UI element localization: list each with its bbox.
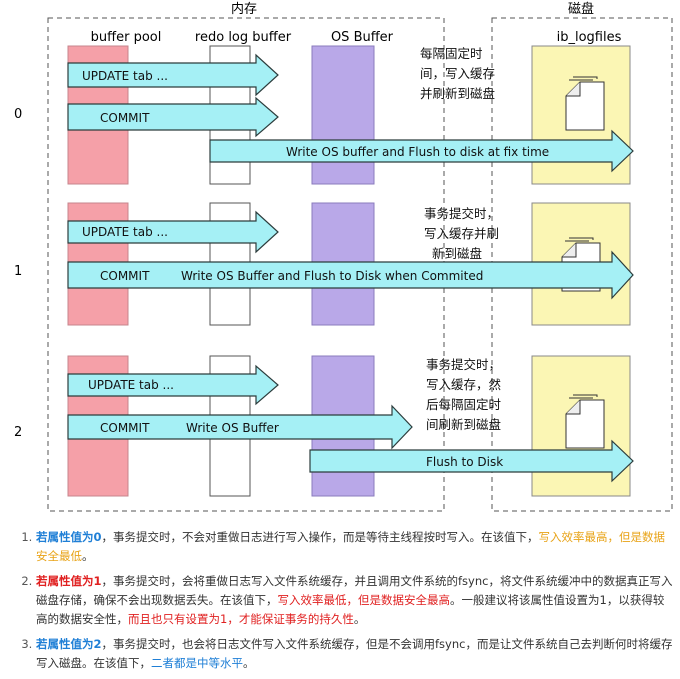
note-2-highlight: 二者都是中等水平 xyxy=(151,656,243,670)
row0-note-line-2: 间，写入缓存 xyxy=(420,66,495,81)
disk-label: 磁盘 xyxy=(568,1,594,17)
note-0-highlight: 写入效率最高，但是数据安全最低 xyxy=(36,530,666,563)
ib-logfiles-label: ib_logfiles xyxy=(557,30,622,45)
row0-flush-arrow: Write OS buffer and Flush to disk at fix… xyxy=(209,129,634,173)
row2-flush-arrow: Flush to Disk xyxy=(309,439,634,483)
note-item-2: 若属性值为2，事务提交时，也会将日志文件写入文件系统缓存，但是不会调用fsync… xyxy=(36,635,673,673)
row2-update-label: UPDATE tab ... xyxy=(88,378,174,392)
explanation-notes: 若属性值为0，事务提交时，不会对重做日志进行写入操作，而是等待主线程按时写入。在… xyxy=(18,528,673,679)
row-label-1: 1 xyxy=(14,264,22,279)
os-buffer-label: OS Buffer xyxy=(331,30,394,45)
note-item-0: 若属性值为0，事务提交时，不会对重做日志进行写入操作，而是等待主线程按时写入。在… xyxy=(36,528,673,566)
row1-note-line-2: 写入缓存并刷 xyxy=(424,226,499,241)
row2-note-line-2: 写入缓存，然 xyxy=(426,377,501,392)
row1-update-arrow: UPDATE tab ... xyxy=(67,210,279,254)
row2-note-line-3: 后每隔固定时 xyxy=(426,397,502,412)
row2-note-line-4: 间刷新到磁盘 xyxy=(426,417,501,432)
buffer-pool-label: buffer pool xyxy=(91,30,162,45)
innodb-flush-diagram: 内存 磁盘 buffer pool redo log buffer OS Buf… xyxy=(14,1,673,512)
note-2-end: 。 xyxy=(243,656,255,670)
note-1-text: ，事务提交时，会将重做日志写入文件系统缓存，并且调用文件系统的fsync，将文件… xyxy=(36,574,673,607)
note-1-highlight-2: 而且也只有设置为1，才能保证事务的持久性 xyxy=(128,612,354,626)
redo-log-buffer-label: redo log buffer xyxy=(195,30,292,45)
row0-update-arrow: UPDATE tab ... xyxy=(67,53,279,97)
row1-note-line-3: 新到磁盘 xyxy=(432,246,482,261)
row0-flush-label: Write OS buffer and Flush to disk at fix… xyxy=(286,145,549,159)
row0-commit-arrow: COMMIT xyxy=(67,96,279,138)
note-item-1: 若属性值为1，事务提交时，会将重做日志写入文件系统缓存，并且调用文件系统的fsy… xyxy=(36,572,673,629)
row0-note-line-3: 并刷新到磁盘 xyxy=(420,86,495,101)
row-label-0: 0 xyxy=(14,107,22,122)
note-0-key: 若属性值为0 xyxy=(36,530,102,544)
row1-update-label: UPDATE tab ... xyxy=(82,225,168,239)
notes-list: 若属性值为0，事务提交时，不会对重做日志进行写入操作，而是等待主线程按时写入。在… xyxy=(18,528,673,673)
row2-update-arrow: UPDATE tab ... xyxy=(67,364,279,406)
row1-commit-label: COMMIT xyxy=(100,269,150,283)
row2-note-line-1: 事务提交时， xyxy=(426,357,501,372)
row2-commit-arrow: COMMIT Write OS Buffer xyxy=(67,404,413,450)
note-1-end: 。 xyxy=(353,612,366,626)
note-1-key: 若属性值为1 xyxy=(36,574,102,588)
row2-note: 事务提交时， 写入缓存，然 后每隔固定时 间刷新到磁盘 xyxy=(426,357,502,432)
row1-note: 事务提交时， 写入缓存并刷 新到磁盘 xyxy=(424,206,499,261)
row2-flush-label: Flush to Disk xyxy=(426,455,503,469)
note-1-highlight: 写入效率最低，但是数据安全最高 xyxy=(277,593,451,607)
row0-commit-label: COMMIT xyxy=(100,111,150,125)
note-0-text: ，事务提交时，不会对重做日志进行写入操作，而是等待主线程按时写入。在该值下， xyxy=(101,530,539,544)
row1-commit-write-label: Write OS Buffer and Flush to Disk when C… xyxy=(181,269,483,283)
note-2-key: 若属性值为2 xyxy=(36,637,102,651)
row2-commit-write-label: Write OS Buffer xyxy=(186,421,279,435)
note-0-end: 。 xyxy=(82,549,94,563)
memory-label: 内存 xyxy=(231,1,257,17)
row0-note-line-1: 每隔固定时 xyxy=(420,46,483,61)
row2-commit-label: COMMIT xyxy=(100,421,150,435)
note-1-text-2: 。一般建议将该属性值设置为1，以获得较高的数据安全性， xyxy=(36,593,665,626)
os-buffer-row0 xyxy=(311,45,375,185)
row-label-2: 2 xyxy=(14,425,22,440)
row0-update-label: UPDATE tab ... xyxy=(82,69,168,83)
note-2-text: ，事务提交时，也会将日志文件写入文件系统缓存，但是不会调用fsync，而是让文件… xyxy=(36,637,673,670)
row0-note: 每隔固定时 间，写入缓存 并刷新到磁盘 xyxy=(420,46,495,101)
row1-note-line-1: 事务提交时， xyxy=(424,206,499,221)
row1-commit-arrow: COMMIT Write OS Buffer and Flush to Disk… xyxy=(67,250,634,300)
